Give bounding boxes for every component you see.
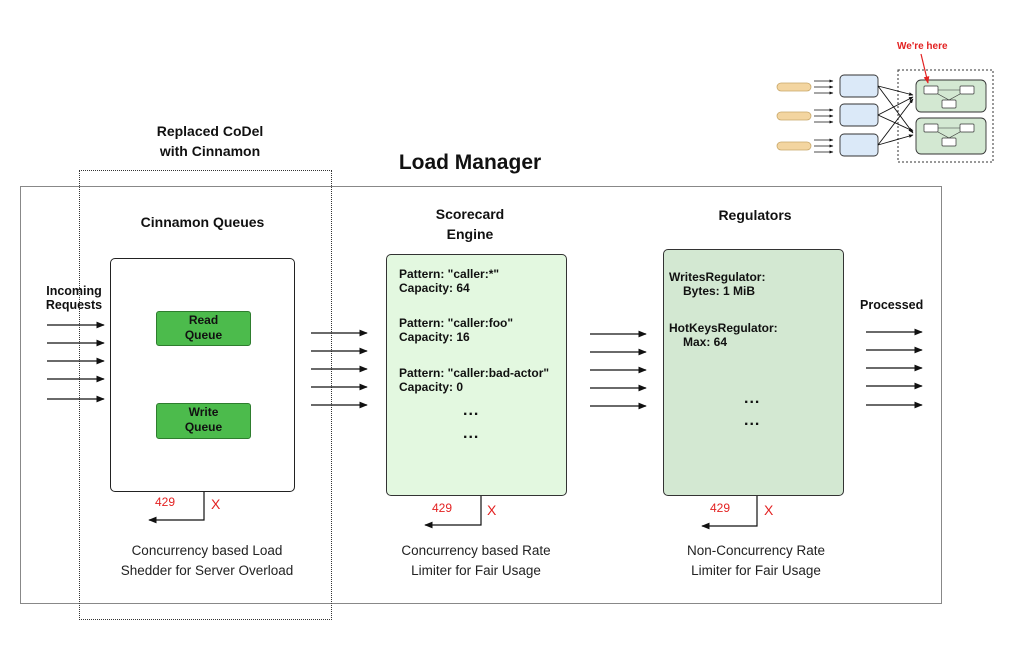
scorecard-rule: Pattern: "caller:foo" Capacity: 16 (399, 316, 513, 344)
scorecard-rule: Pattern: "caller:bad-actor" Capacity: 0 (399, 366, 549, 394)
regulators-caption: Non-Concurrency Rate Limiter for Fair Us… (686, 543, 826, 578)
regulator-item: WritesRegulator: Bytes: 1 MiB (669, 270, 765, 298)
minimap (776, 53, 994, 163)
rule-pattern: Pattern: "caller:foo" (399, 316, 514, 330)
regulator-value: Bytes: 1 MiB (683, 284, 756, 298)
scorecard-heading: Scorecard Engine (435, 206, 505, 242)
regulators-ellipsis: ... (744, 412, 761, 429)
regulators-input-arrows (590, 330, 647, 410)
cinnamon-queues-box (110, 258, 295, 492)
scorecard-ellipsis: ... (463, 402, 480, 419)
page-title: Load Manager (398, 151, 542, 174)
minimap-label: We're here (897, 41, 948, 52)
scorecard-input-arrows (311, 329, 368, 409)
regulators-status-code: 429 (710, 501, 731, 515)
scorecard-caption: Concurrency based Rate Limiter for Fair … (401, 543, 551, 578)
cinnamon-queues-heading: Cinnamon Queues (140, 214, 265, 230)
replaced-codel-label: Replaced CoDel with Cinnamon (156, 123, 264, 159)
incoming-arrows (47, 321, 105, 403)
load-manager-frame (20, 186, 942, 604)
regulators-heading: Regulators (718, 207, 792, 223)
rule-pattern: Pattern: "caller:bad-actor" (399, 366, 550, 380)
write-queue: Write Queue (156, 403, 251, 439)
incoming-requests-label: Incoming Requests (45, 284, 103, 312)
rule-pattern: Pattern: "caller:*" (399, 267, 500, 281)
regulator-value: Max: 64 (683, 335, 728, 349)
regulators-ellipsis: ... (744, 390, 761, 407)
scorecard-status-code: 429 (432, 501, 453, 515)
cinnamon-replacement-outline (79, 170, 332, 620)
cinnamon-status-code: 429 (155, 495, 176, 509)
rule-capacity: Capacity: 64 (399, 281, 470, 295)
cinnamon-caption: Concurrency based Load Shedder for Serve… (120, 543, 294, 578)
scorecard-reject-mark: X (487, 502, 497, 518)
rule-capacity: Capacity: 16 (399, 330, 470, 344)
scorecard-box (386, 254, 567, 496)
scorecard-rule: Pattern: "caller:*" Capacity: 64 (399, 267, 499, 295)
cinnamon-reject-mark: X (211, 496, 221, 512)
scorecard-ellipsis: ... (463, 425, 480, 442)
regulators-box (663, 249, 844, 496)
regulator-item: HotKeysRegulator: Max: 64 (669, 321, 778, 349)
processed-arrows (866, 328, 923, 409)
regulator-name: WritesRegulator: (669, 270, 766, 284)
read-queue: Read Queue (156, 311, 251, 346)
rejection-paths (148, 492, 758, 530)
regulator-name: HotKeysRegulator: (669, 321, 778, 335)
regulators-reject-mark: X (764, 502, 774, 518)
processed-label: Processed (860, 298, 924, 312)
rule-capacity: Capacity: 0 (399, 380, 464, 394)
